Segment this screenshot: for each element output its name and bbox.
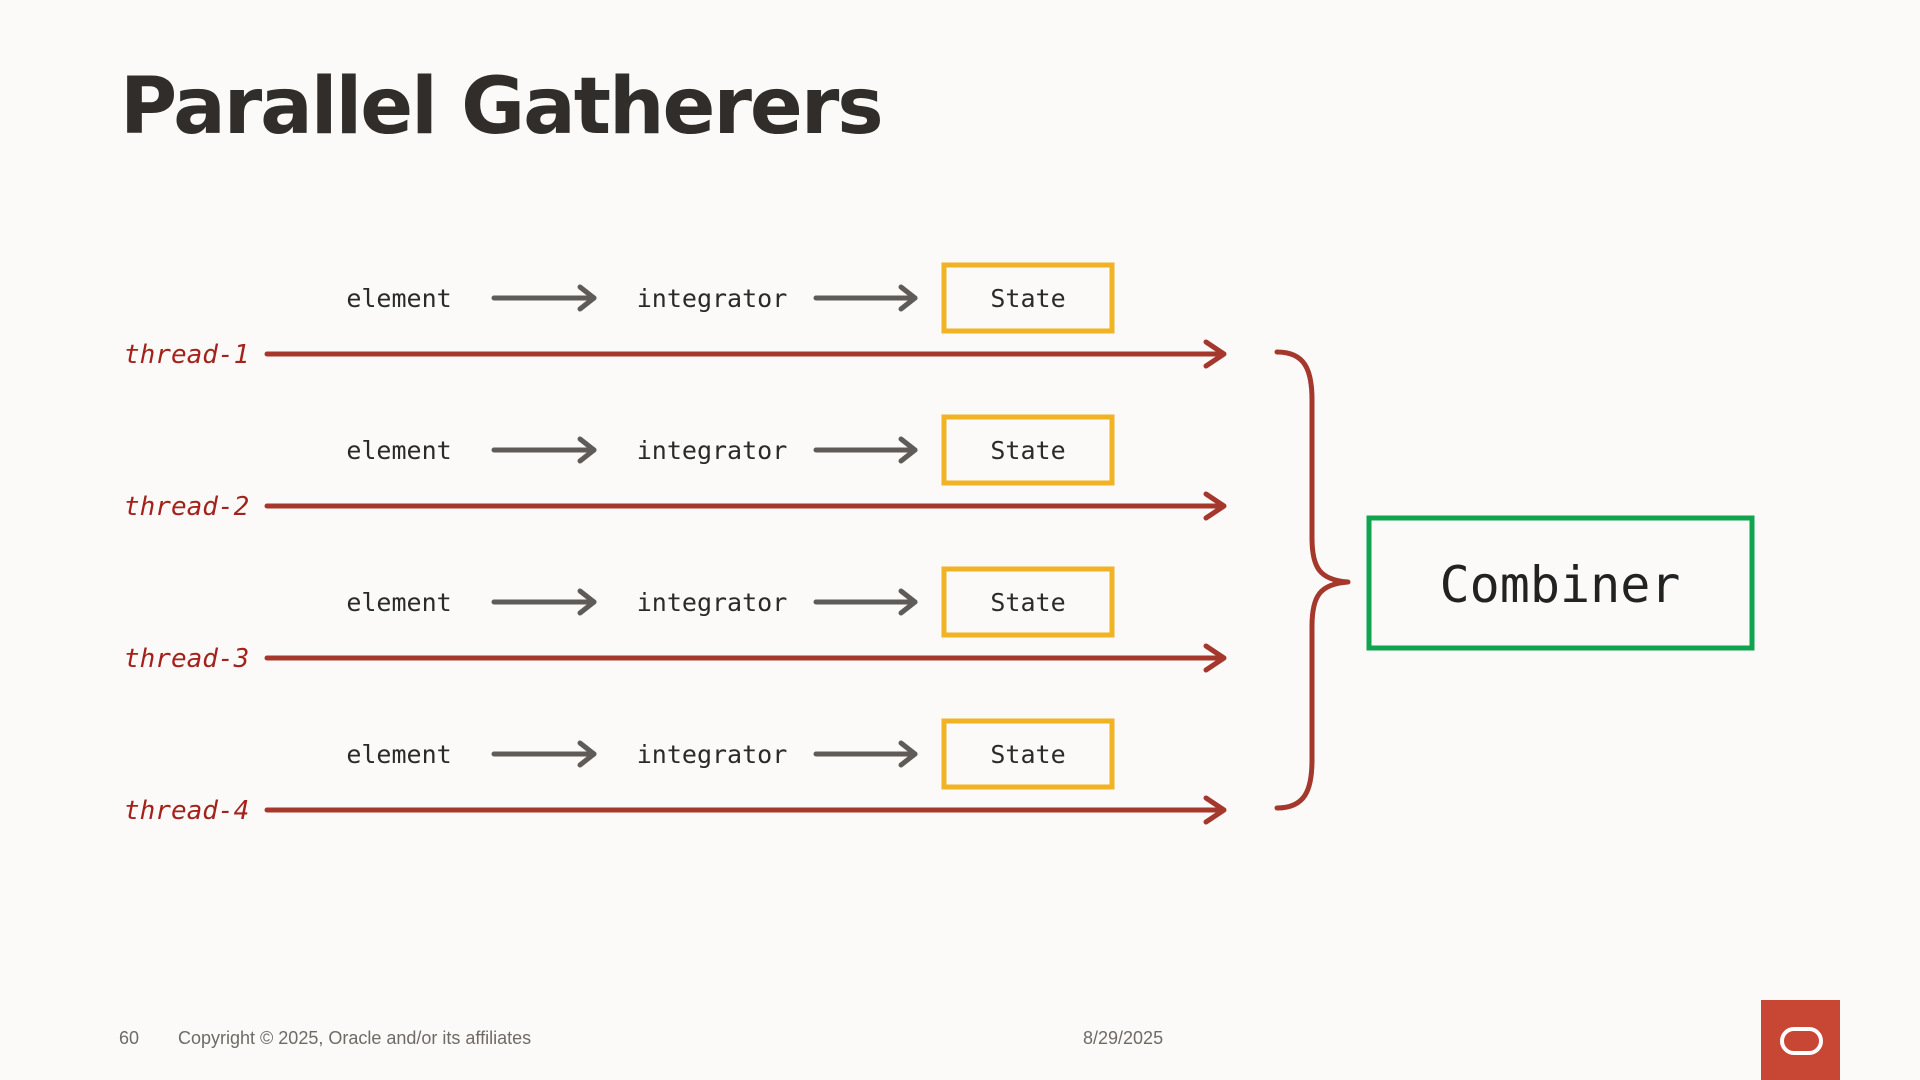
integrator-to-state-arrow: [813, 284, 918, 312]
integrator-label: integrator: [637, 740, 788, 769]
thread-label: thread-2: [124, 492, 249, 522]
state-label: State: [990, 740, 1065, 769]
state-box: [941, 414, 1115, 486]
thread-arrowhead: [1203, 339, 1227, 369]
combiner-label: Combiner: [1440, 556, 1681, 614]
state-box: [941, 262, 1115, 334]
integrator-label: integrator: [637, 588, 788, 617]
thread-arrowhead: [1203, 643, 1227, 673]
page-number: 60: [119, 1028, 140, 1048]
element-label: element: [346, 284, 451, 313]
element-to-integrator-arrow: [491, 284, 597, 312]
footer-date: 8/29/2025: [1083, 1028, 1164, 1048]
merge-brace: [1274, 349, 1351, 811]
element-label: element: [346, 588, 451, 617]
slide-title: Parallel Gatherers: [120, 62, 884, 152]
state-box: [941, 718, 1115, 790]
element-label: element: [346, 740, 451, 769]
integrator-to-state-arrow: [813, 436, 918, 464]
combiner-box: [1366, 515, 1755, 651]
element-to-integrator-arrow: [491, 588, 597, 616]
thread-row: element integrator State thread-3: [124, 566, 1227, 674]
oracle-logo-icon: [1761, 1000, 1840, 1080]
state-label: State: [990, 588, 1065, 617]
element-to-integrator-arrow: [491, 740, 597, 768]
integrator-label: integrator: [637, 436, 788, 465]
integrator-label: integrator: [637, 284, 788, 313]
element-label: element: [346, 436, 451, 465]
thread-row: element integrator State thread-1: [124, 262, 1227, 370]
copyright-text: Copyright © 2025, Oracle and/or its affi…: [178, 1028, 532, 1048]
thread-arrowhead: [1203, 795, 1227, 825]
state-label: State: [990, 284, 1065, 313]
integrator-to-state-arrow: [813, 588, 918, 616]
integrator-to-state-arrow: [813, 740, 918, 768]
thread-row: element integrator State thread-4: [124, 718, 1227, 826]
state-label: State: [990, 436, 1065, 465]
thread-label: thread-4: [124, 796, 249, 826]
thread-label: thread-1: [124, 340, 249, 370]
state-box: [941, 566, 1115, 638]
thread-label: thread-3: [124, 644, 249, 674]
oracle-ring-icon: [1780, 1027, 1823, 1055]
thread-row: element integrator State thread-2: [124, 414, 1227, 522]
element-to-integrator-arrow: [491, 436, 597, 464]
thread-arrowhead: [1203, 491, 1227, 521]
